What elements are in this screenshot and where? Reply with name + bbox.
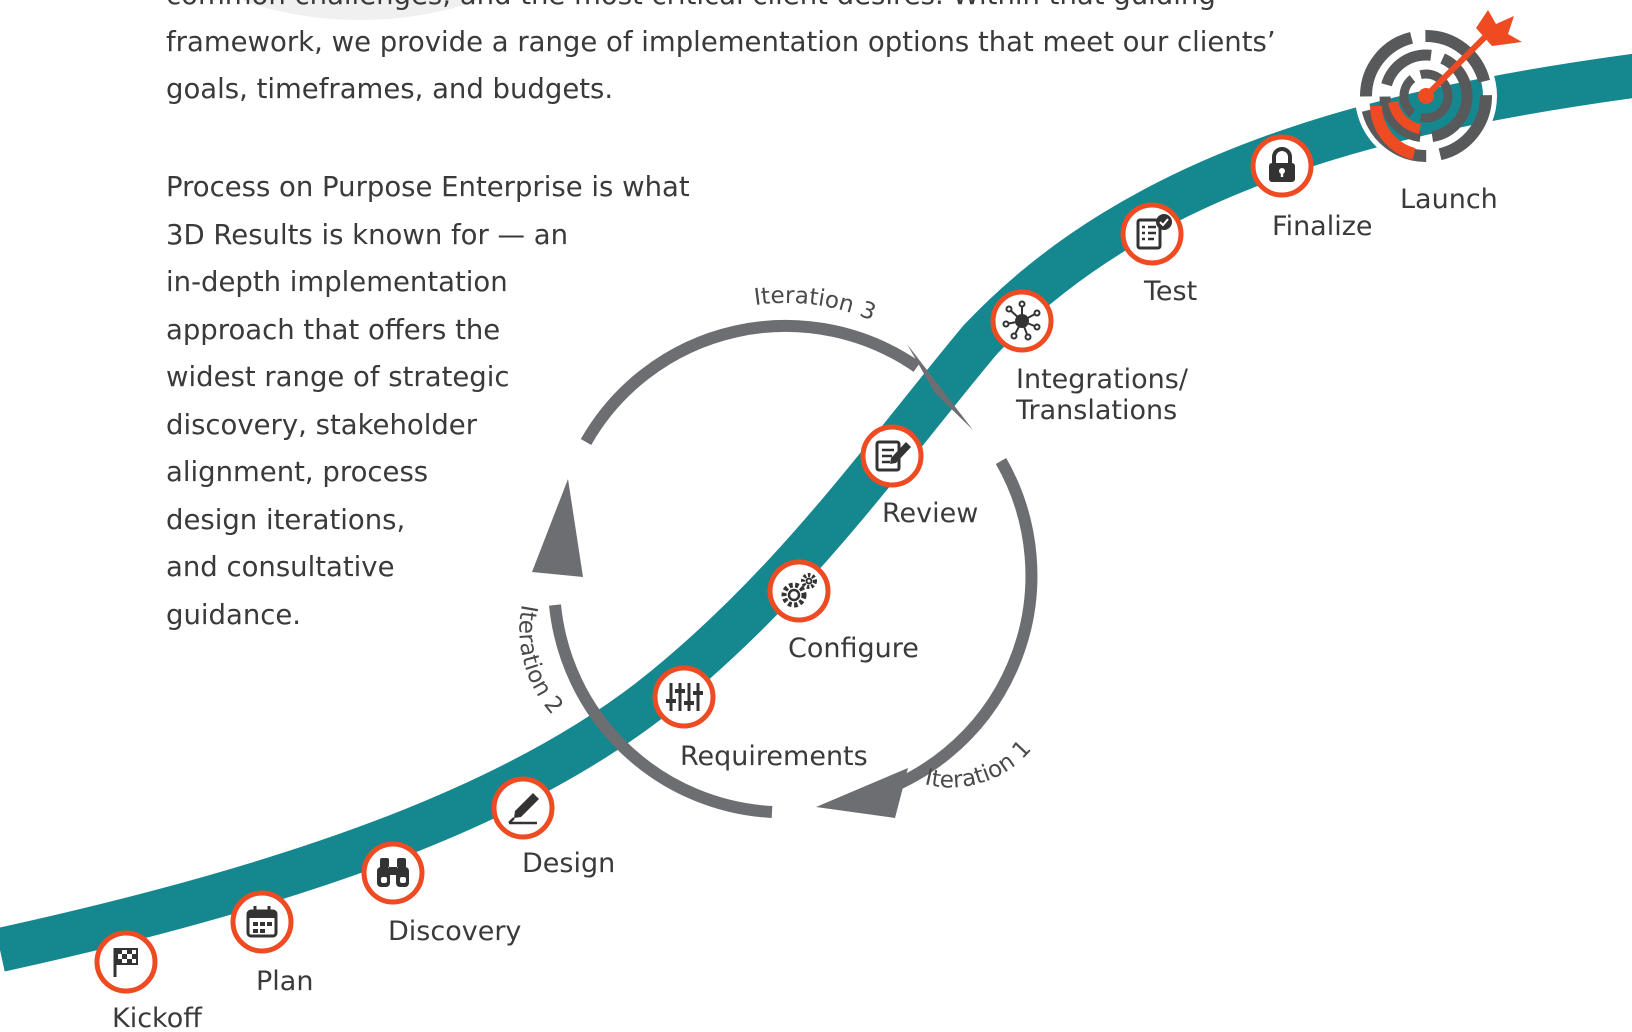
stage-design xyxy=(491,776,555,840)
target-icon xyxy=(1355,10,1522,167)
stage-review xyxy=(860,424,924,488)
stage-kickoff xyxy=(94,930,158,994)
process-band xyxy=(0,53,1632,972)
stage-label-discovery: Discovery xyxy=(388,916,521,947)
stage-label-plan: Plan xyxy=(256,966,313,997)
cycle-arc-left xyxy=(549,604,773,818)
body-line: guidance. xyxy=(166,598,302,631)
intro-paragraph: common challenges, and the most critical… xyxy=(166,0,1276,113)
stage-label-design: Design xyxy=(522,848,615,879)
body-line: approach that offers the xyxy=(166,313,501,346)
stage-finalize xyxy=(1250,134,1314,198)
sliders-icon xyxy=(666,683,703,711)
gears-icon xyxy=(781,573,817,608)
stage-test xyxy=(1120,202,1184,266)
stage-label-test: Test xyxy=(1143,276,1197,307)
body-line: widest range of strategic xyxy=(166,361,510,393)
body-line: alignment, process xyxy=(166,456,429,488)
checklist-icon xyxy=(1136,214,1172,250)
stage-integrations xyxy=(990,289,1054,353)
body-line: Process on Purpose Enterprise is what xyxy=(166,171,690,203)
stage-label-launch: Launch xyxy=(1400,184,1498,215)
document-edit-icon xyxy=(875,440,911,472)
cycle-arrowhead-1 xyxy=(816,768,908,818)
cycle-arrowhead-3 xyxy=(907,344,973,430)
network-icon xyxy=(1002,300,1041,341)
lock-icon xyxy=(1269,147,1295,182)
calendar-icon xyxy=(246,906,278,938)
cycle-arc-bottom-right xyxy=(857,458,1038,804)
stage-plan xyxy=(230,890,294,954)
stage-label-configure: Configure xyxy=(788,633,919,664)
stage-label-review: Review xyxy=(882,498,978,529)
stage-configure xyxy=(767,559,831,623)
stage-label-requirements: Requirements xyxy=(680,741,868,772)
intro-line: goals, timeframes, and budgets. xyxy=(166,73,614,105)
stage-label-finalize: Finalize xyxy=(1272,211,1373,242)
body-line: design iterations, xyxy=(166,503,406,536)
stage-requirements xyxy=(652,665,716,729)
binoculars-icon xyxy=(377,858,409,887)
body-line: 3D Results is known for — an xyxy=(166,218,569,251)
checkered-flag-icon xyxy=(113,948,138,977)
cycle-arrowhead-2 xyxy=(532,479,583,577)
intro-line: framework, we provide a range of impleme… xyxy=(166,26,1276,58)
body-line: in-depth implementation xyxy=(166,266,508,298)
intro-line: common challenges, and the most critical… xyxy=(166,0,1266,19)
pen-icon xyxy=(508,793,539,825)
stage-label-translations: Translations xyxy=(1015,395,1177,426)
body-line: discovery, stakeholder xyxy=(166,408,478,441)
cycle-arc-top xyxy=(580,319,921,445)
stage-label-kickoff: Kickoff xyxy=(112,1003,203,1032)
body-line: and consultative xyxy=(166,551,395,583)
stage-launch xyxy=(1355,10,1522,167)
stage-label-integrations: Integrations/ xyxy=(1016,364,1189,395)
body-paragraph: Process on Purpose Enterprise is what 3D… xyxy=(166,164,690,639)
iteration-label-3: Iteration 3 xyxy=(753,283,880,326)
stage-discovery xyxy=(361,841,425,905)
iteration-cycle xyxy=(532,319,1038,818)
